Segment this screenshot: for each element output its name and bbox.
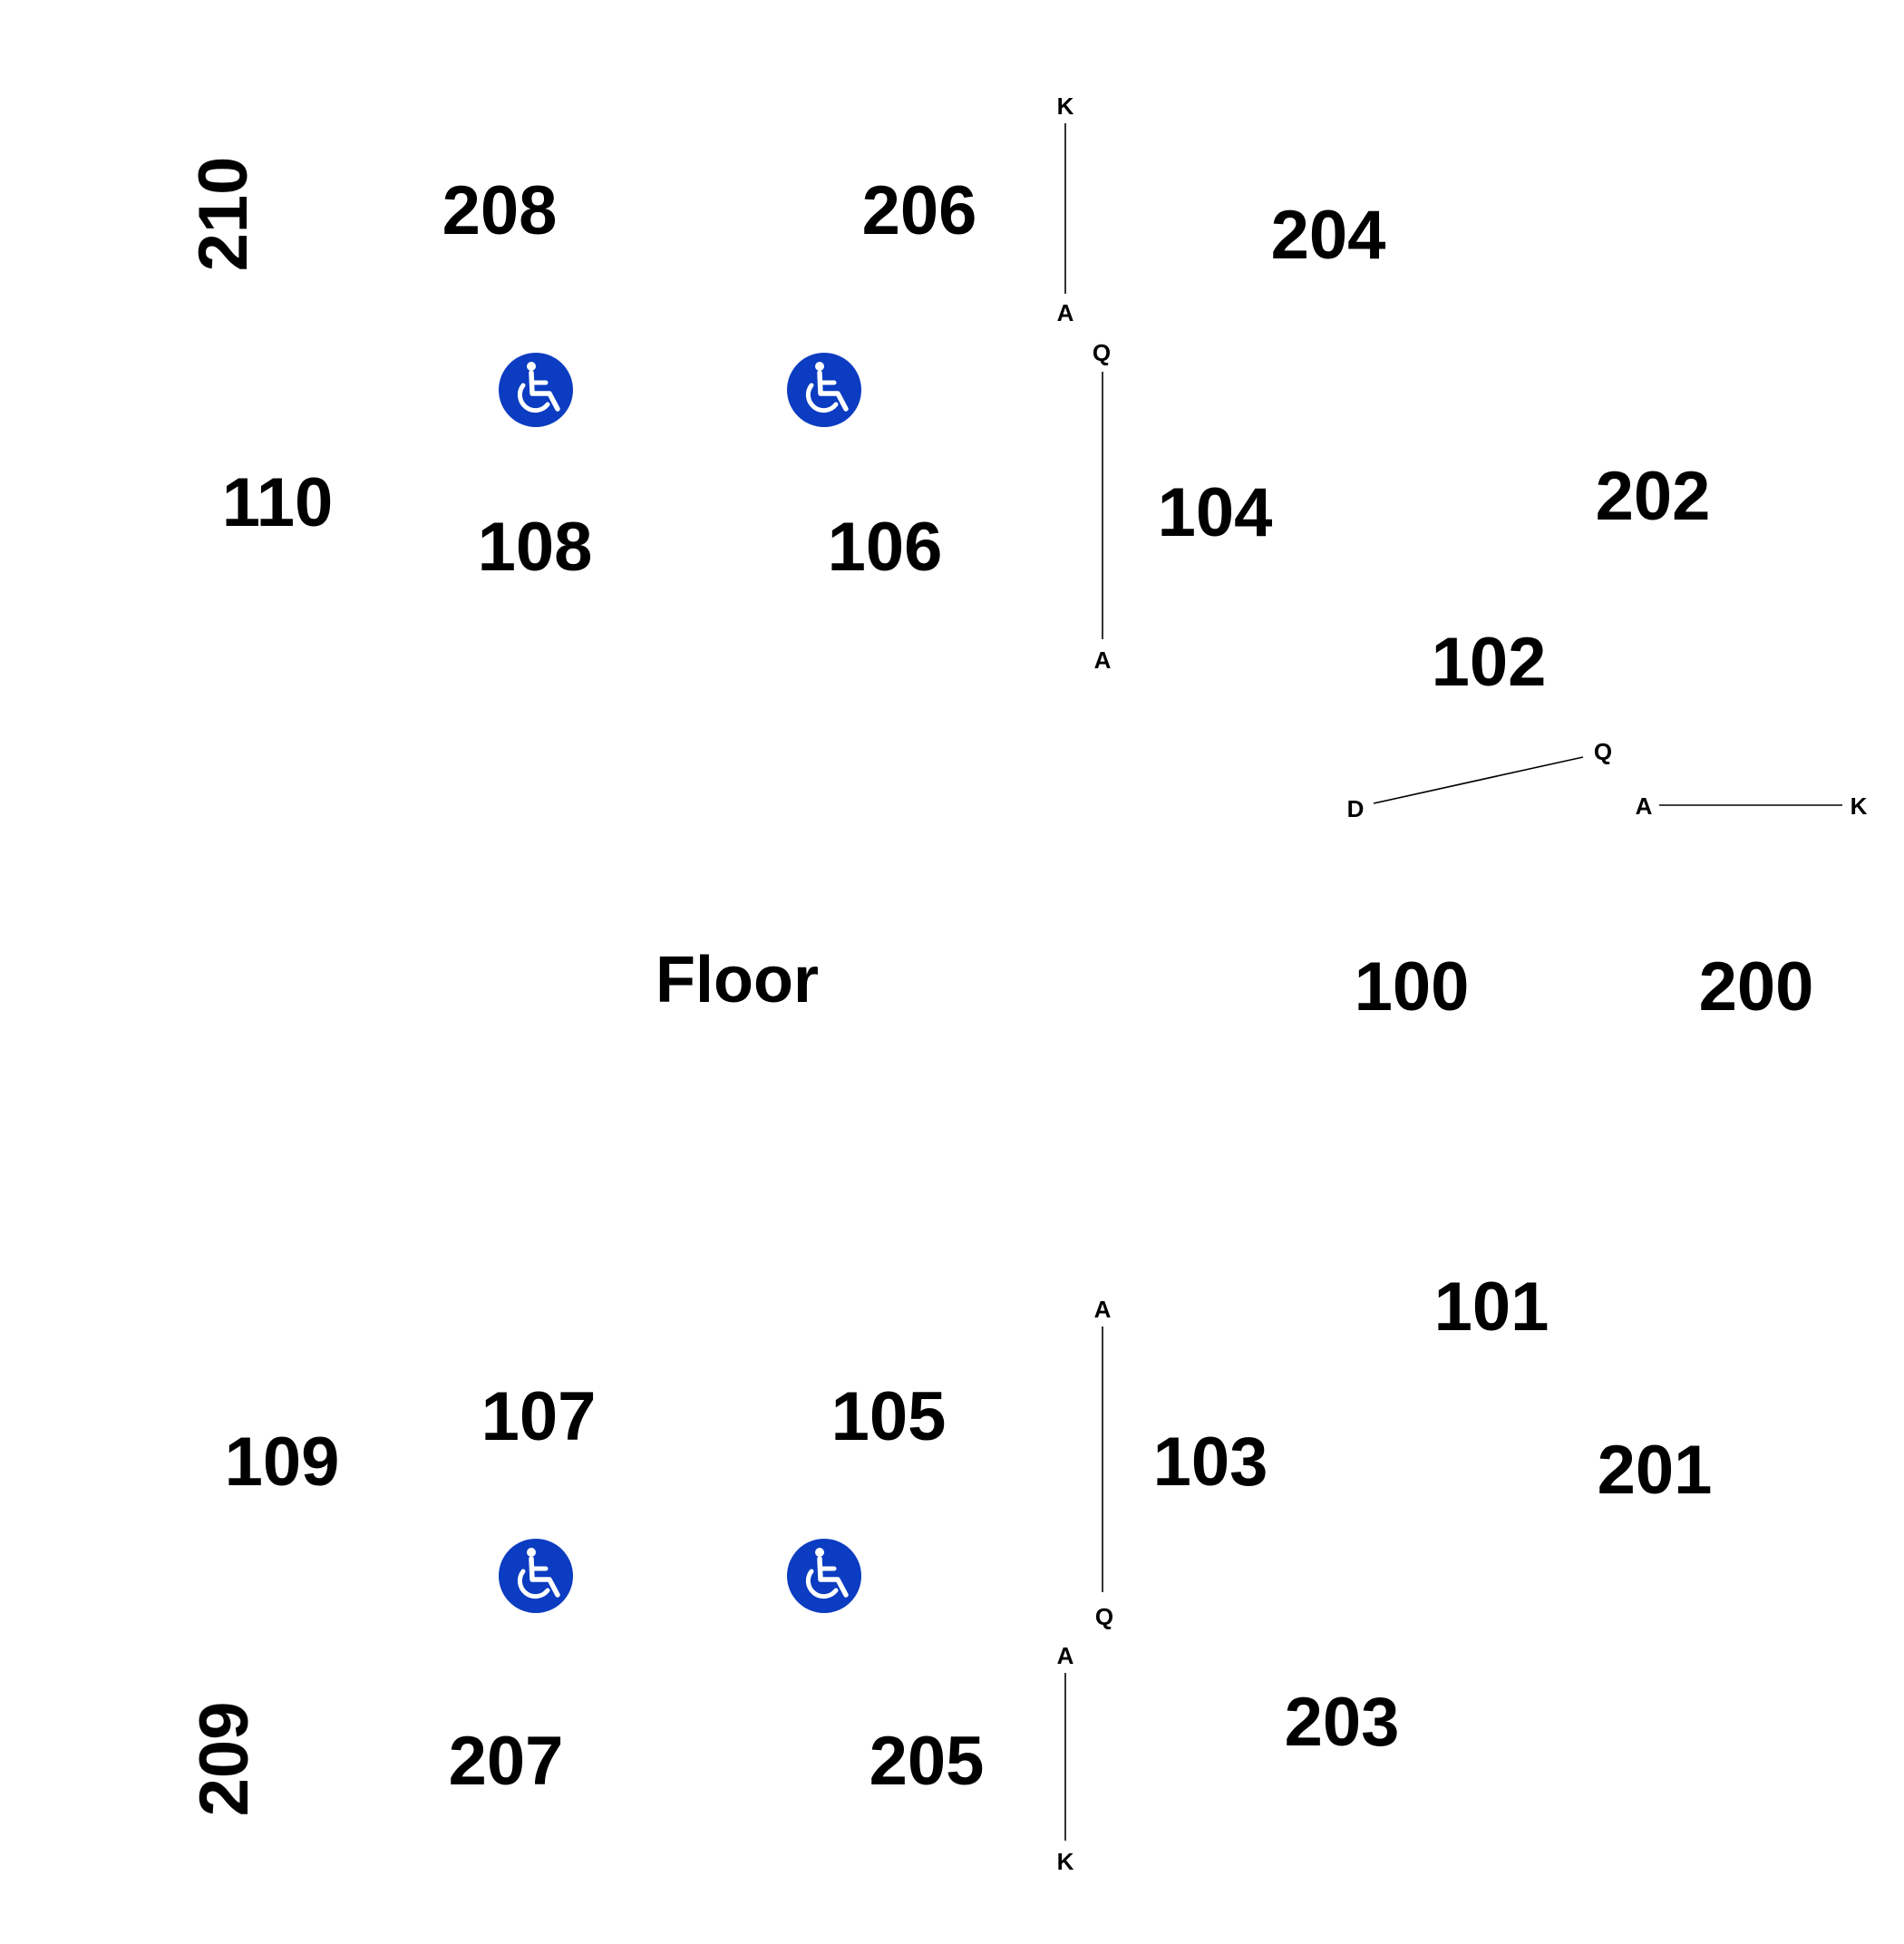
- row-label-end: Q: [1594, 738, 1612, 765]
- row-label-start: K: [1057, 92, 1074, 120]
- section-101[interactable]: 101: [1434, 1268, 1549, 1346]
- row-range-200: A K: [1636, 792, 1868, 820]
- floor-label[interactable]: Floor: [656, 944, 819, 1016]
- section-206[interactable]: 206: [862, 172, 977, 249]
- wheelchair-accessible-icon: [787, 1539, 861, 1613]
- section-200[interactable]: 200: [1699, 948, 1814, 1025]
- section-207[interactable]: 207: [449, 1723, 564, 1800]
- row-label-end: K: [1851, 792, 1868, 820]
- section-102[interactable]: 102: [1432, 624, 1547, 701]
- section-106[interactable]: 106: [828, 509, 943, 586]
- row-range-205: A K: [1057, 1642, 1074, 1875]
- section-103[interactable]: 103: [1153, 1424, 1268, 1501]
- wheelchair-accessible-icon: [499, 353, 573, 427]
- section-104[interactable]: 104: [1158, 474, 1273, 551]
- row-label-end: K: [1057, 1848, 1074, 1875]
- section-110[interactable]: 110: [222, 464, 334, 541]
- section-107[interactable]: 107: [481, 1378, 597, 1455]
- section-203[interactable]: 203: [1285, 1684, 1400, 1761]
- row-label-end: A: [1094, 646, 1112, 674]
- row-label-end: Q: [1095, 1603, 1113, 1630]
- section-208[interactable]: 208: [442, 172, 558, 249]
- row-label-start: A: [1094, 1296, 1112, 1323]
- section-100[interactable]: 100: [1355, 948, 1470, 1025]
- row-indicator-line: [1373, 756, 1584, 804]
- row-label-start: A: [1057, 1642, 1074, 1669]
- section-201[interactable]: 201: [1598, 1432, 1713, 1509]
- section-105[interactable]: 105: [831, 1378, 947, 1455]
- section-109[interactable]: 109: [225, 1424, 340, 1501]
- row-range-103: A Q: [1094, 1296, 1114, 1630]
- wheelchair-accessible-icon: [499, 1539, 573, 1613]
- row-range-206: K A: [1057, 92, 1074, 326]
- section-210[interactable]: 210: [185, 157, 262, 272]
- section-108[interactable]: 108: [478, 509, 593, 586]
- wheelchair-accessible-icon: [787, 353, 861, 427]
- row-label-start: Q: [1093, 339, 1111, 366]
- row-label-end: A: [1057, 299, 1074, 326]
- row-label-start: D: [1347, 795, 1365, 822]
- row-range-102: D Q: [1347, 738, 1613, 822]
- section-204[interactable]: 204: [1271, 197, 1386, 274]
- row-label-start: A: [1636, 792, 1653, 820]
- section-205[interactable]: 205: [869, 1723, 985, 1800]
- row-range-104: Q A: [1093, 339, 1112, 674]
- section-209[interactable]: 209: [186, 1702, 263, 1817]
- section-202[interactable]: 202: [1596, 458, 1711, 535]
